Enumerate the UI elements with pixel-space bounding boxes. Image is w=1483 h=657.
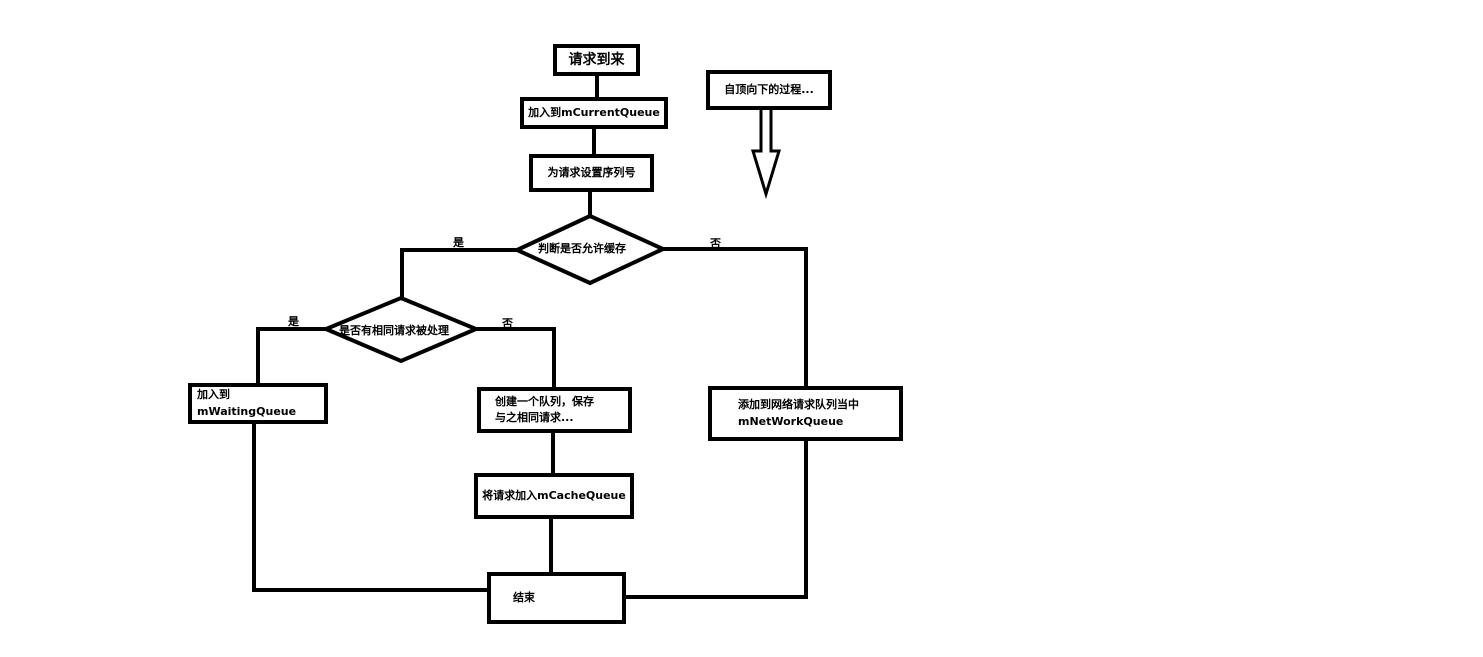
node-add-network-queue-label: 添加到网络请求队列当中 mNetWorkQueue xyxy=(738,398,859,428)
node-add-current-queue-label: 加入到mCurrentQueue xyxy=(528,105,660,119)
edge-allow-yes xyxy=(400,248,519,300)
node-add-network-queue: 添加到网络请求队列当中 mNetWorkQueue xyxy=(708,386,903,441)
node-set-sequence: 为请求设置序列号 xyxy=(529,154,654,192)
node-end: 结束 xyxy=(487,572,626,624)
edge-same-no xyxy=(474,327,556,390)
node-add-waiting-queue: 加入到mWaitingQueue xyxy=(188,383,328,424)
node-set-sequence-label: 为请求设置序列号 xyxy=(547,165,636,179)
decision-allow-cache-label: 判断是否允许缓存 xyxy=(538,242,626,255)
node-create-queue: 创建一个队列，保存 与之相同请求... xyxy=(477,387,632,433)
note-top-down: 自顶向下的过程... xyxy=(706,70,832,110)
node-add-current-queue: 加入到mCurrentQueue xyxy=(520,97,668,129)
decision-same-request-label: 是否有相同请求被处理 xyxy=(339,324,449,337)
node-request-arrives-label: 请求到来 xyxy=(568,51,625,68)
node-end-label: 结束 xyxy=(513,590,535,604)
edge-label-allow-yes: 是 xyxy=(453,236,464,249)
edge-label-same-yes: 是 xyxy=(288,315,299,328)
node-add-cache-queue: 将请求加入mCacheQueue xyxy=(474,473,634,519)
edge-network-to-end xyxy=(623,437,808,599)
edge-allow-no xyxy=(661,247,808,389)
node-add-waiting-queue-label: 加入到mWaitingQueue xyxy=(197,388,297,418)
node-request-arrives: 请求到来 xyxy=(553,44,640,76)
decision-same-request-shape xyxy=(320,295,482,364)
node-add-cache-queue-label: 将请求加入mCacheQueue xyxy=(482,488,626,502)
down-arrow-icon xyxy=(750,106,782,200)
edge-same-yes xyxy=(256,327,328,386)
node-create-queue-label: 创建一个队列，保存 与之相同请求... xyxy=(495,394,594,425)
decision-allow-cache-shape xyxy=(512,213,668,286)
edge-label-same-no: 否 xyxy=(502,317,513,330)
edge-waiting-to-end xyxy=(252,420,490,592)
note-top-down-label: 自顶向下的过程... xyxy=(724,82,814,96)
edge-label-allow-no: 否 xyxy=(710,237,721,250)
